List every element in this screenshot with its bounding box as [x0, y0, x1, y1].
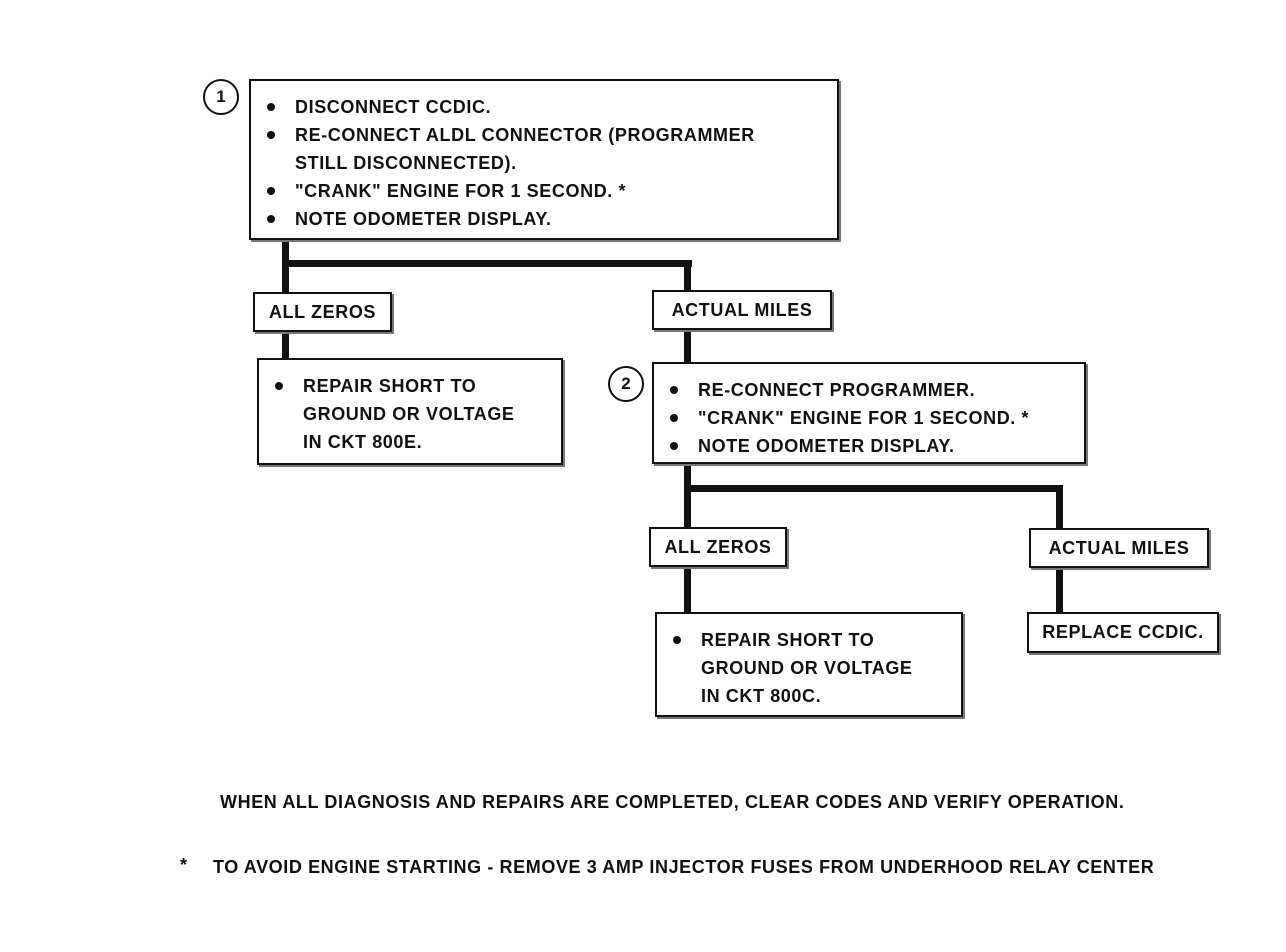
completion-note: WHEN ALL DIAGNOSIS AND REPAIRS ARE COMPL… [220, 792, 1125, 812]
repair2-line: IN CKT 800C. [701, 686, 822, 706]
repair-box-2: REPAIR SHORT TO GROUND OR VOLTAGE IN CKT… [655, 612, 963, 717]
step2-bullet-text: RE-CONNECT PROGRAMMER. [698, 380, 976, 400]
step1-bullet: DISCONNECT CCDIC. [261, 93, 837, 121]
repair1-bullet: REPAIR SHORT TO GROUND OR VOLTAGE IN CKT… [269, 372, 561, 456]
connector-all-zeros-2-to-repair [684, 566, 691, 614]
step1-bullet-text-continued: STILL DISCONNECTED). [295, 153, 517, 173]
step1-bullet: NOTE ODOMETER DISPLAY. [261, 205, 837, 233]
repair1-line: IN CKT 800E. [303, 432, 423, 452]
replace-ccdic-box: REPLACE CCDIC. [1027, 612, 1219, 653]
actual-miles-text: ACTUAL MILES [1048, 537, 1190, 558]
repair1-line: REPAIR SHORT TO [303, 376, 477, 396]
step2-bullet: RE-CONNECT PROGRAMMER. [664, 376, 1084, 404]
all-zeros-label-2: ALL ZEROS [649, 527, 787, 567]
step2-bullet-list: RE-CONNECT PROGRAMMER. "CRANK" ENGINE FO… [664, 376, 1084, 460]
connector-to-actual-miles-2 [1056, 485, 1063, 530]
step1-bullet-text: NOTE ODOMETER DISPLAY. [295, 209, 552, 229]
repair1-line: GROUND OR VOLTAGE [303, 404, 515, 424]
asterisk-footnote: TO AVOID ENGINE STARTING - REMOVE 3 AMP … [213, 857, 1155, 877]
repair2-line: GROUND OR VOLTAGE [701, 658, 913, 678]
step2-bullet: NOTE ODOMETER DISPLAY. [664, 432, 1084, 460]
actual-miles-label-1: ACTUAL MILES [652, 290, 832, 330]
step2-box: RE-CONNECT PROGRAMMER. "CRANK" ENGINE FO… [652, 362, 1086, 464]
step2-bullet-text: "CRANK" ENGINE FOR 1 SECOND. * [698, 408, 1030, 428]
step-number-1: 1 [216, 87, 226, 106]
actual-miles-label-2: ACTUAL MILES [1029, 528, 1209, 568]
connector-all-zeros-1-to-repair [282, 330, 289, 360]
replace-ccdic-text: REPLACE CCDIC. [1042, 622, 1204, 642]
step2-bullet: "CRANK" ENGINE FOR 1 SECOND. * [664, 404, 1084, 432]
repair2-bullet: REPAIR SHORT TO GROUND OR VOLTAGE IN CKT… [667, 626, 961, 710]
step-number-1-badge: 1 [203, 79, 239, 115]
step-number-2: 2 [621, 374, 631, 393]
step1-bullet-text: RE-CONNECT ALDL CONNECTOR (PROGRAMMER [295, 125, 755, 145]
step1-bullet: "CRANK" ENGINE FOR 1 SECOND. * [261, 177, 837, 205]
step1-bullet-text: DISCONNECT CCDIC. [295, 97, 492, 117]
all-zeros-label-1: ALL ZEROS [253, 292, 392, 332]
actual-miles-text: ACTUAL MILES [671, 299, 813, 320]
step1-bullet-text: "CRANK" ENGINE FOR 1 SECOND. * [295, 181, 627, 201]
all-zeros-text: ALL ZEROS [268, 301, 377, 322]
repair1-bullet-list: REPAIR SHORT TO GROUND OR VOLTAGE IN CKT… [269, 372, 561, 456]
all-zeros-text: ALL ZEROS [664, 536, 772, 557]
repair2-bullet-list: REPAIR SHORT TO GROUND OR VOLTAGE IN CKT… [667, 626, 961, 710]
connector-step2-down [684, 462, 691, 528]
connector-actual-miles-1-to-step2 [684, 328, 691, 364]
connector-to-actual-miles-1 [684, 260, 691, 292]
step1-bullet-list: DISCONNECT CCDIC. RE-CONNECT ALDL CONNEC… [261, 93, 837, 233]
step-number-2-badge: 2 [608, 366, 644, 402]
step1-bullet: RE-CONNECT ALDL CONNECTOR (PROGRAMMER STI… [261, 121, 837, 177]
connector-step1-horizontal [282, 260, 692, 267]
repair2-line: REPAIR SHORT TO [701, 630, 875, 650]
connector-actual-miles-2-to-replace [1056, 567, 1063, 614]
step1-box: DISCONNECT CCDIC. RE-CONNECT ALDL CONNEC… [249, 79, 839, 240]
connector-step2-horizontal [684, 485, 1063, 492]
repair-box-1: REPAIR SHORT TO GROUND OR VOLTAGE IN CKT… [257, 358, 563, 465]
step2-bullet-text: NOTE ODOMETER DISPLAY. [698, 436, 955, 456]
asterisk-marker: * [180, 855, 188, 875]
